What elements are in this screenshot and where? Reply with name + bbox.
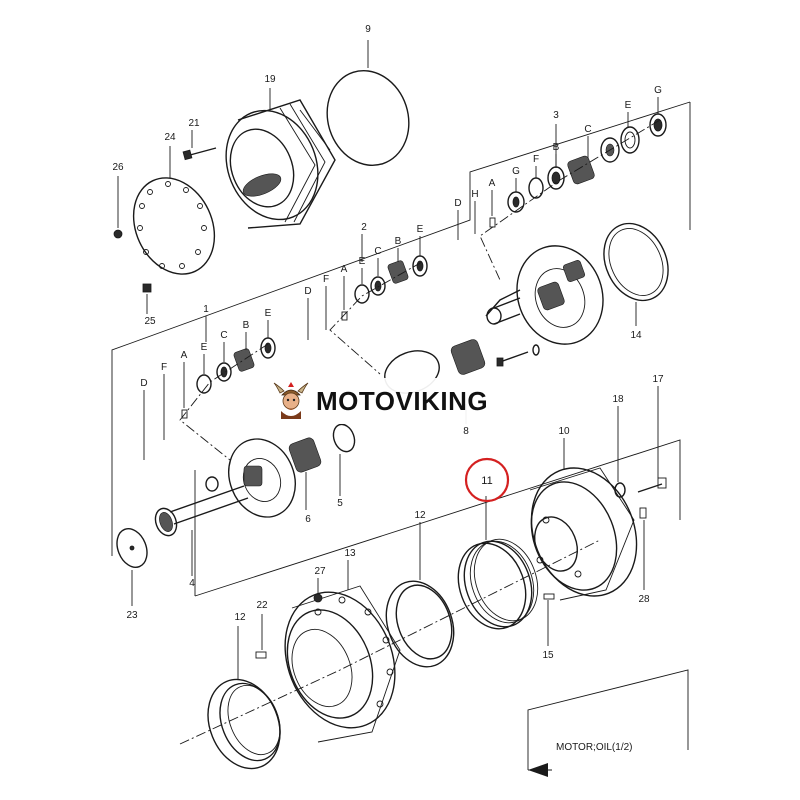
pin-15 (543, 593, 555, 600)
letter-top-F: F (533, 154, 539, 165)
letter-low-F: F (161, 362, 167, 373)
letter-mid-B: B (395, 236, 402, 247)
callout-8: 8 (463, 426, 469, 437)
highlight-circle-11 (464, 457, 510, 503)
callout-9: 9 (365, 24, 371, 35)
letter-low-D: D (140, 378, 147, 389)
bolt-17 (637, 477, 667, 493)
planet-gear-6 (288, 437, 322, 473)
frame-lower (194, 439, 681, 597)
caption-motor-oil: MOTOR;OIL(1/2) (556, 742, 633, 753)
bolt-washer-center (496, 344, 540, 367)
letter-mid-E2: E (417, 224, 424, 235)
pin-22 (255, 651, 267, 659)
assembly-axis-top (479, 119, 661, 281)
letter-mid-A: A (341, 264, 348, 275)
callout-22: 22 (256, 600, 268, 611)
seal-ring-11 (457, 538, 539, 630)
callout-14: 14 (630, 330, 642, 341)
callout-15: 15 (542, 650, 554, 661)
sun-shaft-4 (154, 485, 249, 537)
watermark-brand-text: MOTOVIKING (316, 386, 489, 416)
letter-mid-C: C (374, 246, 381, 257)
callout-26: 26 (112, 162, 124, 173)
callout-25: 25 (144, 316, 156, 327)
thrust-disc-23 (116, 528, 148, 568)
assembly-axis-mid (329, 261, 423, 375)
floating-seal-12-lower (207, 678, 281, 770)
letter-top-G: G (512, 166, 520, 177)
letter-top-C: C (584, 124, 591, 135)
planet-gear-stack-low (181, 337, 276, 419)
callout-17: 17 (652, 374, 664, 385)
callout-3: 3 (553, 110, 559, 121)
callout-10: 10 (558, 426, 570, 437)
letter-mid-D: D (304, 286, 311, 297)
bolt-25 (142, 283, 152, 293)
pin-28 (639, 507, 647, 519)
sprocket-hub-13 (284, 585, 401, 743)
letter-top-G2: G (654, 85, 662, 96)
callout-27: 27 (314, 566, 326, 577)
callout-12-lower: 12 (234, 612, 246, 623)
floating-seal-12-upper (385, 580, 455, 668)
letter-top-A: A (489, 178, 496, 189)
letter-low-B: B (243, 320, 250, 331)
cover-plate-24 (132, 177, 216, 275)
plug-26 (113, 229, 123, 239)
washer-18 (614, 482, 626, 498)
viking-mascot-icon (273, 382, 309, 419)
planet-gear-stack-mid (341, 255, 428, 321)
letter-low-A: A (181, 350, 188, 361)
callout-21: 21 (188, 118, 200, 129)
callout-2: 2 (361, 222, 367, 233)
letter-mid-E: E (359, 256, 366, 267)
callout-18: 18 (612, 394, 624, 405)
callout-1: 1 (203, 304, 209, 315)
callout-23: 23 (126, 610, 138, 621)
assembly-axis-lower (179, 539, 601, 745)
drum-19 (225, 99, 336, 229)
plug-27 (313, 593, 323, 603)
callout-5: 5 (337, 498, 343, 509)
letter-top-B: B (553, 142, 560, 153)
callout-28: 28 (638, 594, 650, 605)
o-ring-14-inner (608, 228, 664, 296)
letter-top-H: H (471, 189, 478, 200)
thrust-ring-5 (332, 423, 356, 453)
planet-gear-stack-top (489, 113, 667, 228)
frame-upper (111, 101, 691, 556)
bolt-21 (182, 147, 217, 161)
o-ring-14 (603, 222, 669, 302)
callout-11: 11 (481, 475, 492, 487)
motor-housing-10 (529, 467, 638, 601)
letter-top-E: E (625, 100, 632, 111)
letter-mid-F: F (323, 274, 329, 285)
callout-24: 24 (164, 132, 176, 143)
letter-top-D: D (454, 198, 461, 209)
callout-13: 13 (344, 548, 356, 559)
assembly-axis-low (179, 343, 269, 461)
letter-low-E2: E (265, 308, 272, 319)
thrust-disc-23-center (129, 545, 135, 551)
watermark-banner: MOTOVIKING (264, 378, 536, 424)
o-ring-large (326, 70, 410, 166)
callout-4: 4 (189, 578, 195, 589)
callout-19: 19 (264, 74, 276, 85)
frame-bottom-arrow (527, 669, 689, 770)
letter-low-C: C (220, 330, 227, 341)
callout-6: 6 (305, 514, 311, 525)
planet-carrier-low (205, 438, 296, 518)
letter-low-E: E (201, 342, 208, 353)
callout-12-upper: 12 (414, 510, 426, 521)
planet-carrier-top (485, 245, 604, 345)
